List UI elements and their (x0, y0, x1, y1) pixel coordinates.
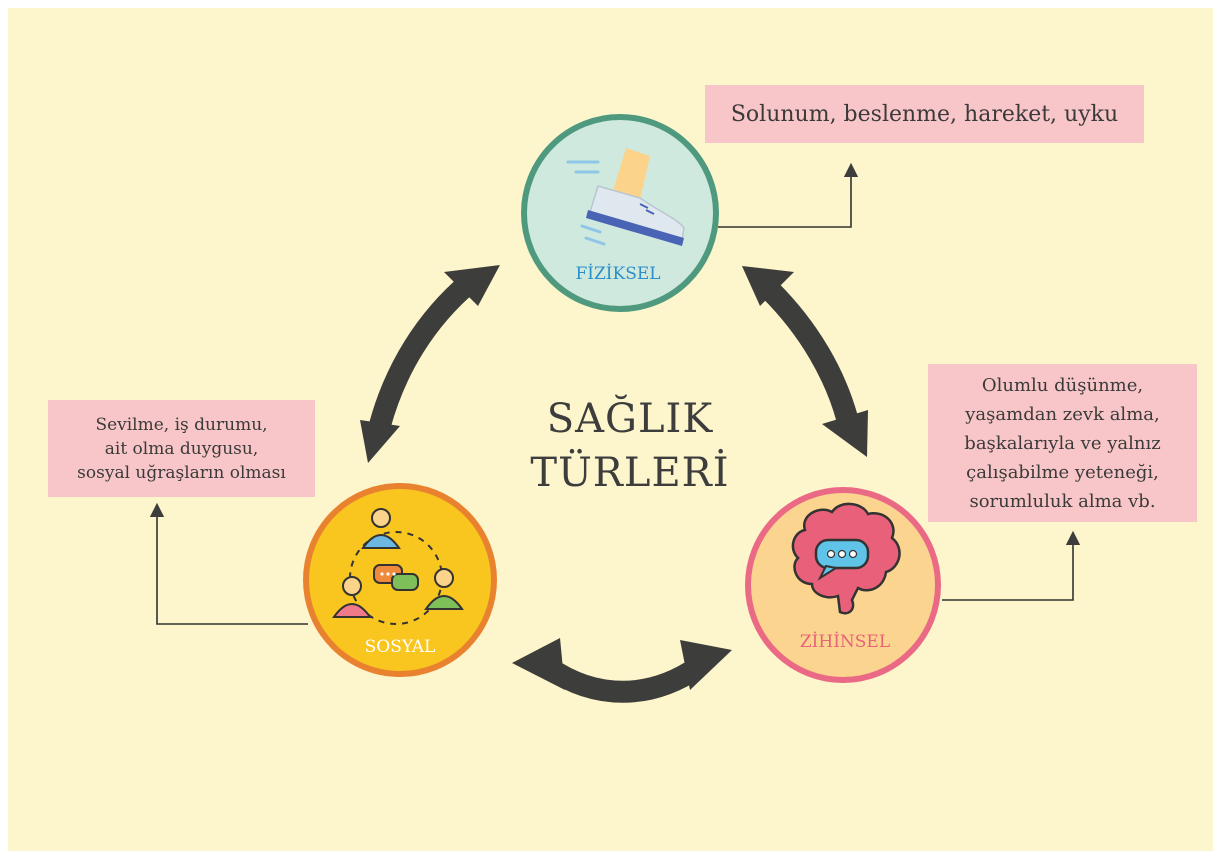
zihinsel-description-line: başkalarıyla ve yalnız (964, 432, 1161, 454)
arrow-fiziksel-sosyal (360, 265, 500, 463)
sosyal-description-box: Sevilme, iş durumu, ait olma duygusu, so… (48, 400, 315, 497)
zihinsel-description-line: yaşamdan zevk alma, (965, 403, 1160, 425)
fiziksel-label: FİZİKSEL (575, 264, 661, 284)
connector-fiziksel (718, 162, 859, 228)
arrow-fiziksel-zihinsel (742, 266, 868, 457)
zihinsel-description-line: sorumluluk alma vb. (969, 490, 1156, 512)
fiziksel-description-box: Solunum, beslenme, hareket, uyku (705, 85, 1144, 143)
brain-speech-bubble-icon (791, 502, 901, 615)
diagram-title-line-2: TÜRLERİ (530, 450, 730, 496)
fiziksel-description: Solunum, beslenme, hareket, uyku (730, 101, 1119, 127)
diagram-title-line-1: SAĞLIK (546, 396, 714, 442)
sosyal-description-line: Sevilme, iş durumu, (95, 414, 268, 435)
connector-sosyal (149, 502, 308, 625)
sosyal-description-line: sosyal uğraşların olması (77, 462, 286, 483)
zihinsel-description-line: çalışabilme yeteneği, (966, 461, 1159, 483)
arrow-sosyal-zihinsel (512, 638, 732, 703)
zihinsel-label: ZİHİNSEL (799, 632, 891, 652)
sosyal-description-line: ait olma duygusu, (104, 438, 259, 459)
people-chat-icon (332, 508, 464, 625)
zihinsel-description-box: Olumlu düşünme, yaşamdan zevk alma, başk… (928, 364, 1197, 522)
running-shoe-icon (566, 148, 685, 246)
connector-zihinsel (942, 530, 1081, 601)
zihinsel-description-line: Olumlu düşünme, (981, 374, 1144, 396)
sosyal-label: SOSYAL (364, 637, 436, 657)
